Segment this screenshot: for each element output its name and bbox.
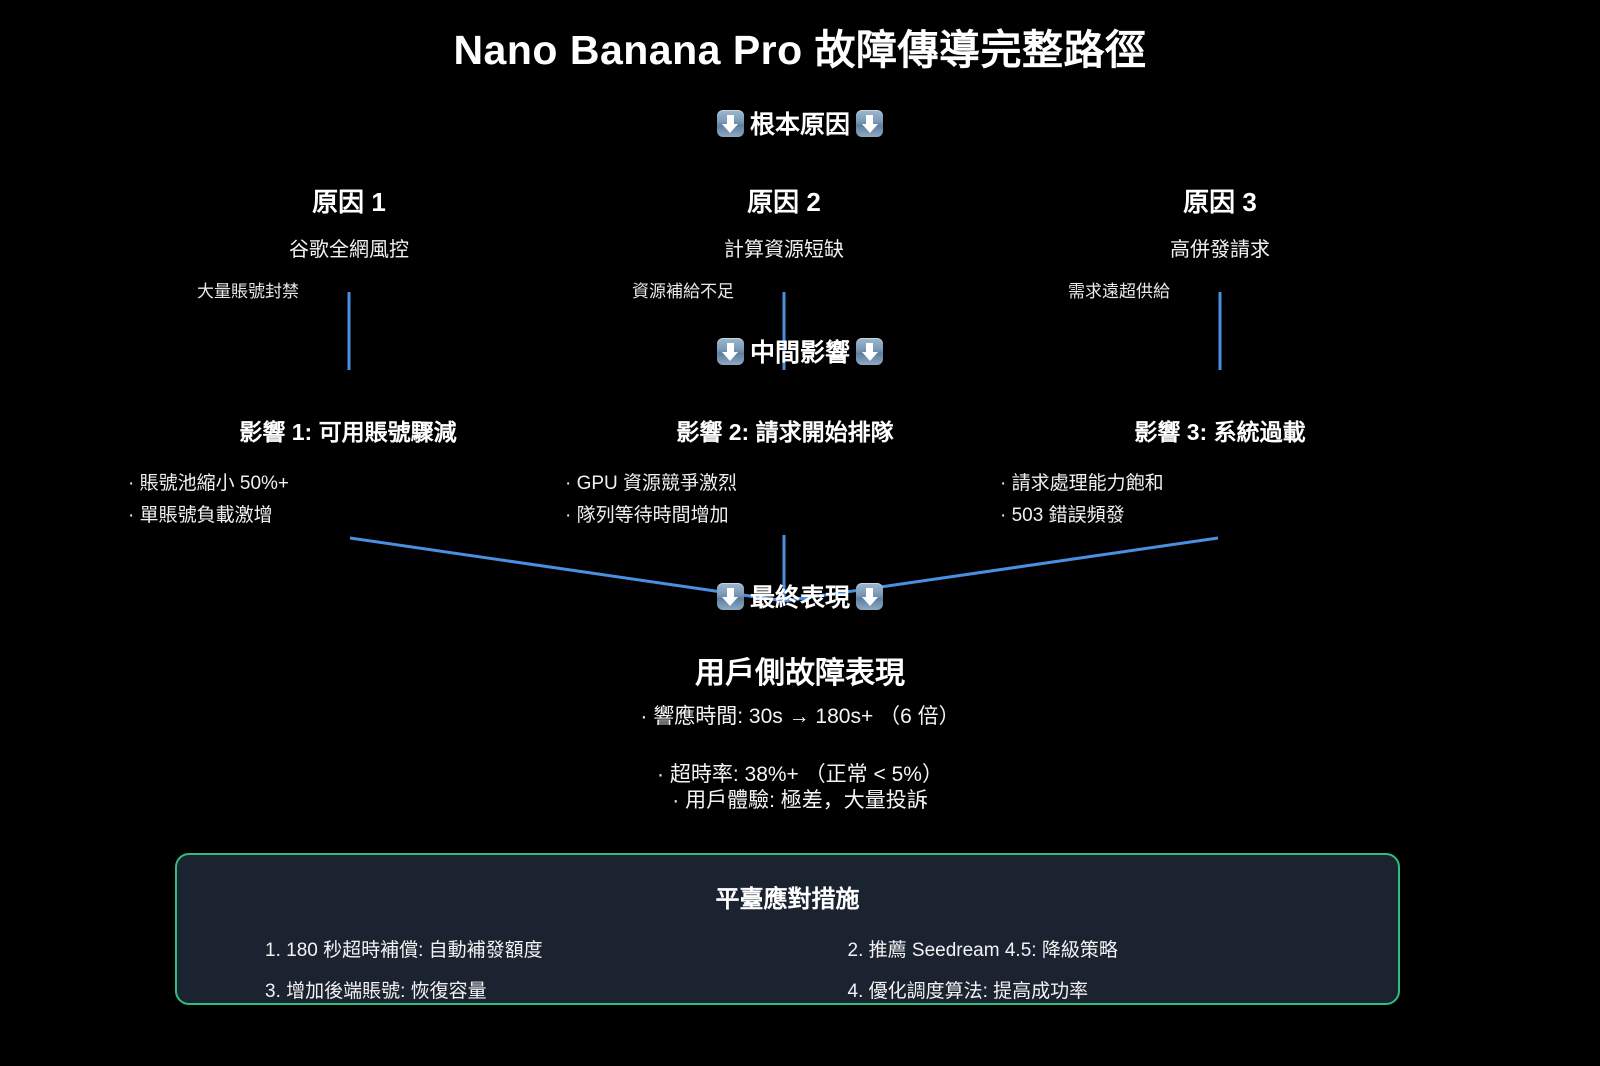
list-item: 單賬號負載激增 bbox=[128, 500, 568, 532]
impact-3-list: 請求處理能力飽和 503 錯誤頻發 bbox=[1000, 468, 1440, 533]
section-header-intermediate: 中間影響 bbox=[0, 333, 1600, 369]
impact-1-list: 賬號池縮小 50%+ 單賬號負載激增 bbox=[128, 468, 568, 533]
down-arrow-icon bbox=[716, 337, 744, 365]
cause-2-subtitle: 計算資源短缺 bbox=[724, 239, 844, 261]
down-arrow-icon bbox=[856, 109, 883, 137]
final-manifestation-list: 響應時間: 30s → 180s+ （6 倍） 超時率: 38%+ （正常 < … bbox=[0, 700, 1600, 814]
list-item: 用戶體驗: 極差，大量投訴 bbox=[0, 784, 1600, 814]
cause-3-detail: 需求遠超供給 bbox=[1068, 282, 1170, 301]
section-header-root-cause: 根本原因 bbox=[0, 105, 1600, 141]
down-arrow-icon bbox=[856, 582, 883, 610]
measure-item-2: 2. 推薦 Seedream 4.5: 降級策略 bbox=[847, 940, 1118, 961]
cause-3-subtitle: 高併發請求 bbox=[1170, 239, 1270, 261]
section-header-root-cause-label: 根本原因 bbox=[749, 111, 850, 139]
list-item: 隊列等待時間增加 bbox=[565, 500, 1005, 532]
list-item: 賬號池縮小 50%+ bbox=[128, 468, 568, 500]
cause-1-title: 原因 1 bbox=[312, 187, 386, 217]
measure-item-3: 3. 增加後端賬號: 恢復容量 bbox=[265, 981, 487, 1002]
cause-3-title: 原因 3 bbox=[1183, 187, 1257, 217]
platform-measures-box: 平臺應對措施 1. 180 秒超時補償: 自動補發額度 2. 推薦 Seedre… bbox=[175, 853, 1400, 1005]
section-header-intermediate-label: 中間影響 bbox=[749, 339, 850, 367]
cause-2-detail: 資源補給不足 bbox=[632, 282, 734, 301]
cause-column-1: 原因 1 谷歌全網風控 大量賬號封禁 bbox=[149, 182, 549, 302]
cause-column-2: 原因 2 計算資源短缺 資源補給不足 bbox=[584, 182, 984, 302]
list-item: 請求處理能力飽和 bbox=[1000, 468, 1440, 500]
final-manifestation-title: 用戶側故障表現 bbox=[695, 657, 905, 690]
down-arrow-icon bbox=[716, 582, 744, 610]
cause-column-3: 原因 3 高併發請求 需求遠超供給 bbox=[1020, 182, 1420, 302]
platform-measures-title: 平臺應對措施 bbox=[715, 886, 860, 913]
measure-item-4: 4. 優化調度算法: 提高成功率 bbox=[847, 981, 1089, 1002]
section-header-final: 最終表現 bbox=[0, 578, 1600, 614]
impact-2-list: GPU 資源競爭激烈 隊列等待時間增加 bbox=[565, 468, 1005, 533]
down-arrow-icon bbox=[856, 337, 883, 365]
list-item: 超時率: 38%+ （正常 < 5%） bbox=[0, 758, 1600, 788]
list-item: 響應時間: 30s → 180s+ （6 倍） bbox=[0, 700, 1600, 730]
cause-2-title: 原因 2 bbox=[747, 187, 821, 217]
platform-measures-grid: 1. 180 秒超時補償: 自動補發額度 2. 推薦 Seedream 4.5:… bbox=[177, 935, 1398, 1003]
impact-3-title: 影響 3: 系統過載 bbox=[1134, 419, 1306, 445]
impact-block-1: 影響 1: 可用賬號驟減 賬號池縮小 50%+ 單賬號負載激增 bbox=[128, 413, 568, 533]
impact-2-title: 影響 2: 請求開始排隊 bbox=[676, 419, 894, 445]
cause-1-detail: 大量賬號封禁 bbox=[197, 282, 299, 301]
cause-1-subtitle: 谷歌全網風控 bbox=[289, 239, 409, 261]
impact-1-title: 影響 1: 可用賬號驟減 bbox=[239, 419, 457, 445]
down-arrow-icon bbox=[716, 109, 744, 137]
list-item: GPU 資源競爭激烈 bbox=[565, 468, 1005, 500]
impact-block-2: 影響 2: 請求開始排隊 GPU 資源競爭激烈 隊列等待時間增加 bbox=[565, 413, 1005, 533]
impact-block-3: 影響 3: 系統過載 請求處理能力飽和 503 錯誤頻發 bbox=[1000, 413, 1440, 533]
measure-item-1: 1. 180 秒超時補償: 自動補發額度 bbox=[265, 940, 543, 961]
section-header-final-label: 最終表現 bbox=[749, 584, 850, 612]
list-item: 503 錯誤頻發 bbox=[1000, 500, 1440, 532]
page-title: Nano Banana Pro 故障傳導完整路徑 bbox=[453, 27, 1147, 73]
